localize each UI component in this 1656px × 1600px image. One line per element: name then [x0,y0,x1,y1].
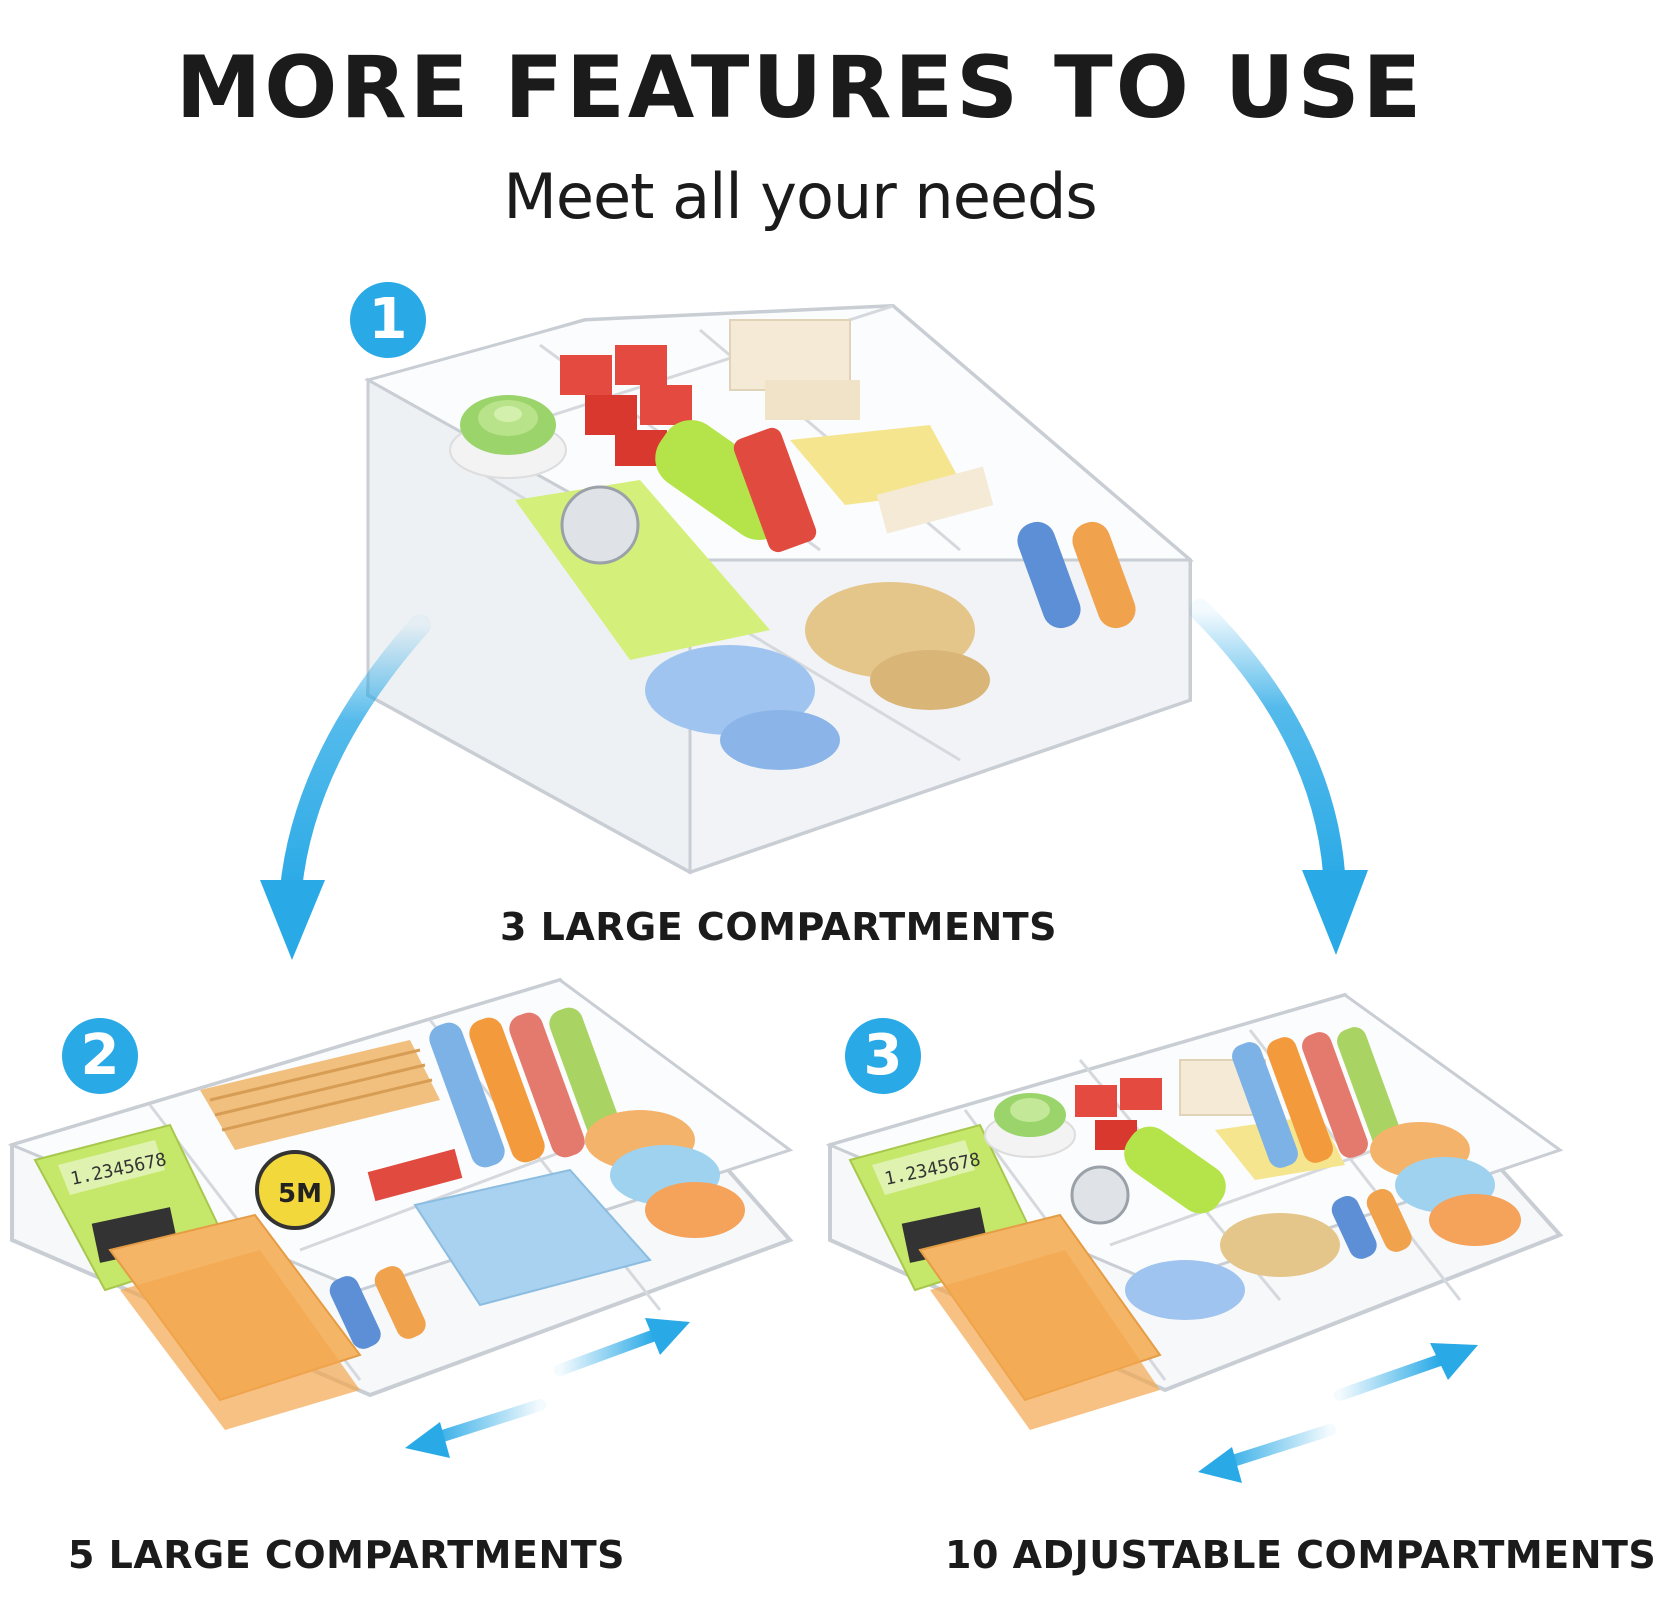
blue-binder-clips [1125,1260,1245,1320]
succulent-plant [984,1093,1076,1158]
caption-step-3: 10 ADJUSTABLE COMPARTMENTS [945,1533,1656,1577]
step-badge-2: 2 [62,1018,138,1094]
correction-tape [560,485,640,565]
caption-step-1: 3 LARGE COMPARTMENTS [500,905,1058,949]
organizer-3-compartments [364,303,1195,875]
blue-binder-clips [645,645,840,770]
product-illustration: 1.2345678 5M [7,303,1564,1483]
blue-sticky-pad [413,1168,652,1307]
tape-measure: 5M [255,1150,335,1230]
organizer-5-compartments: 1.2345678 5M [7,977,794,1430]
glue-stick [733,427,817,553]
pen-blue [1331,1196,1377,1259]
red-marker [367,1148,463,1202]
correction-tape [1070,1165,1130,1225]
ink-pad [729,319,851,391]
pencils [200,1040,440,1150]
tape-measure-label: 5M [278,1179,322,1209]
wooden-blocks [765,380,860,420]
arrow-down-right-icon [1189,599,1368,955]
slide-arrows-left-icon [405,1318,690,1458]
green-stapler [1124,1126,1226,1214]
highlighters [429,1007,625,1168]
highlighters [1232,1027,1403,1168]
pen-orange [374,1266,426,1339]
gold-binder-clips [805,582,990,710]
washi-tapes [1370,1122,1521,1246]
page-subtitle: Meet all your needs [503,160,1097,233]
succulent-plant [449,395,567,479]
page-title: MORE FEATURES TO USE [175,38,1425,138]
caption-step-2: 5 LARGE COMPARTMENTS [68,1533,626,1577]
erasers [876,466,994,534]
gold-binder-clips [1220,1213,1340,1277]
pen-orange [1366,1189,1412,1252]
step-badge-1: 1 [350,282,426,358]
organizer-10-compartments: 1.2345678 [825,992,1564,1430]
staple-boxes [560,345,692,466]
slide-arrows-right-icon [1198,1343,1478,1483]
pen-blue [329,1276,381,1349]
arrow-down-left-icon [260,614,431,960]
step-badge-3: 3 [845,1018,921,1094]
character-pens [1017,521,1136,629]
washi-tapes [585,1110,745,1238]
